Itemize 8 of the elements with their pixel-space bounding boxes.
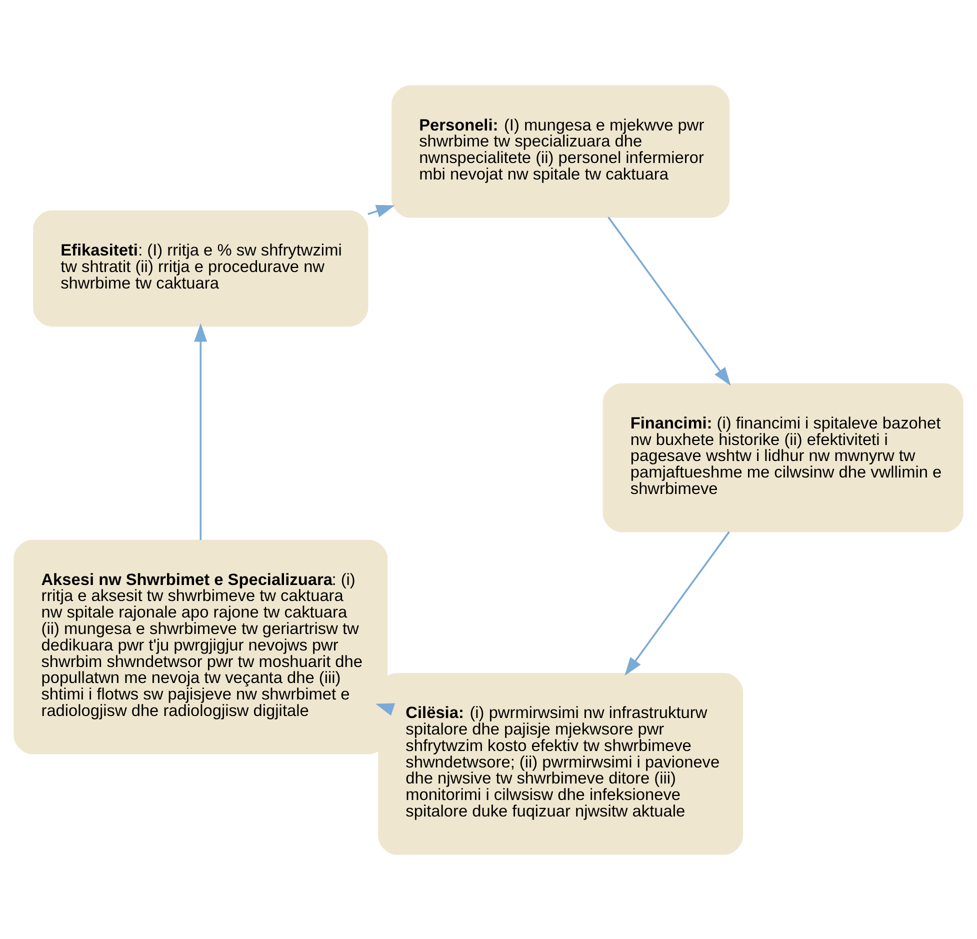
arrow — [368, 204, 395, 217]
node-box: Personeli: (I) mungesa e mjekwve pwr shwrbime tw specializuara dhe nwnspecialitete (ii) personel infermieror mbi nevojat nw spitale tw caktuara — [392, 84, 730, 218]
arrow — [624, 530, 730, 676]
node-box: Financimi: (i) financimi i spitaleve bazohet nw buxhete historike (ii) efektiviteti i pagesave wshtw i lidhur nw mwnyrw tw pamjaftueshme me cilwsinw dhe vwllimin e shwrbimeve — [602, 382, 964, 532]
arrow — [194, 322, 208, 540]
arrow — [608, 216, 731, 386]
node-box: Efikasiteti: (I) rritja e % sw shfrytwzimi tw shtratit (ii) rritja e procedurave nw shwrbime tw caktuara — [33, 210, 368, 326]
node-box: Aksesi nw Shwrbimet e Specializuara: (i) rritja e aksesit tw shwrbimeve tw caktuara nw spitale rajonale apo rajone tw caktuara (ii) mungesa e shwrbimeve tw geriartrisw tw dedikuara pwr t'ju pwrgjigjur nevojws pwr shwrbim shwndetwsor pwr tw moshuarit dhe popullatwn me nevoja tw veçanta dhe (iii) shtimi i flotws sw pajisjeve nw shwrbimet e radiologjisw dhe radiologjisw digjitale — [14, 539, 388, 754]
